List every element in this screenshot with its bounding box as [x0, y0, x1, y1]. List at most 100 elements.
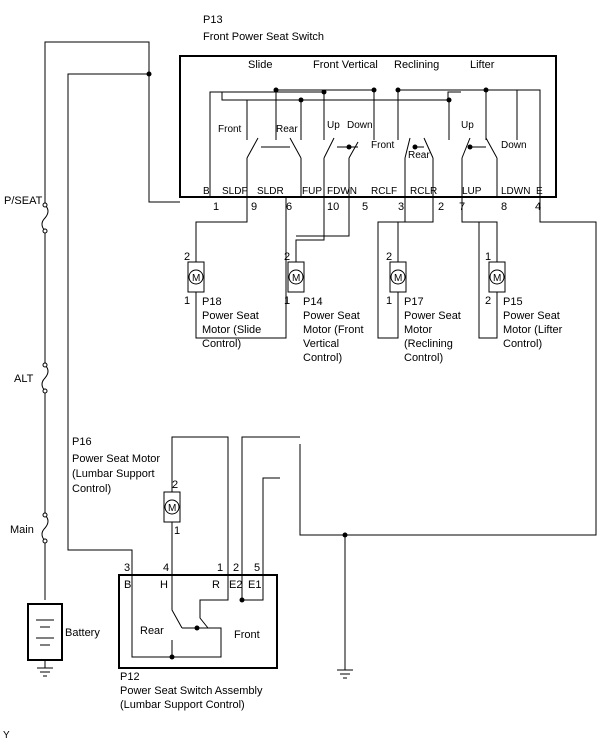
p12-terminal-r: R — [212, 579, 220, 591]
pin-9: 9 — [251, 201, 257, 213]
motor-p18-code: P18 — [202, 296, 222, 308]
switch-p13-box — [179, 55, 557, 198]
switch-p13-name: Front Power Seat Switch — [203, 31, 324, 43]
p12-terminal-b: B — [124, 579, 131, 591]
switch-p13-code: P13 — [203, 14, 223, 26]
switch-p12-pins: 3 4 1 2 5 — [124, 562, 260, 574]
lumbar-wiring — [171, 436, 300, 575]
group-slide-label: Slide — [248, 59, 272, 71]
motor-p17-label: P17 Power Seat Motor (Reclining Control) — [404, 296, 461, 364]
switch-p12-box — [118, 574, 278, 669]
contact-recline-front: Front — [371, 140, 395, 151]
power-feed-wiring — [44, 41, 180, 600]
motor-p17-line2: Motor — [404, 324, 432, 336]
motor-p17-bottom-pin: 1 — [386, 295, 392, 307]
contact-fv-up: Up — [327, 120, 340, 131]
battery-symbol — [27, 603, 63, 677]
motor-symbol-m: M — [192, 273, 200, 284]
motor-symbol-m: M — [394, 273, 402, 284]
motor-p15-line2: Motor (Lifter — [503, 324, 563, 336]
switch-p13-contacts: Front Rear Up Down Front Rear Up Down — [218, 120, 527, 161]
p12-contact-rear: Rear — [140, 625, 164, 637]
terminal-sldf: SLDF — [222, 186, 248, 197]
motor-p18-top-pin: 2 — [184, 251, 190, 263]
corner-mark: Y — [3, 730, 10, 741]
p12-terminal-h: H — [160, 579, 168, 591]
p12-pin-4: 4 — [163, 562, 169, 574]
fuse-psea-label: P/SEAT — [4, 195, 43, 207]
fuse-psea-symbol — [40, 202, 50, 234]
motor-p15-code: P15 — [503, 296, 523, 308]
lumbar-motor-label: P16 Power Seat Motor (Lumbar Support Con… — [72, 436, 160, 495]
motor-p16-symbol: M — [163, 491, 181, 523]
switch-p13-junction-dots — [273, 87, 489, 150]
switch-p12-terminals: B H R E2 E1 — [124, 579, 261, 591]
motor-p18-symbol: M — [187, 261, 205, 293]
p12-pin-2: 2 — [233, 562, 239, 574]
motor-p14-top-pin: 2 — [284, 251, 290, 263]
terminal-b: B — [203, 186, 210, 197]
lumbar-motor-bottom-pin: 1 — [174, 525, 180, 537]
contact-slide-front: Front — [218, 124, 242, 135]
lumbar-motor-line2: (Lumbar Support — [72, 468, 155, 480]
pin-3: 3 — [398, 201, 404, 213]
contact-recline-rear: Rear — [408, 150, 430, 161]
battery-label: Battery — [65, 627, 100, 639]
switch-p12-code: P12 — [120, 671, 140, 683]
terminal-ldwn: LDWN — [501, 186, 530, 197]
motor-p17-top-pin: 2 — [386, 251, 392, 263]
motor-p17-line1: Power Seat — [404, 310, 461, 322]
contact-lifter-up: Up — [461, 120, 474, 131]
group-front-vertical-label: Front Vertical — [313, 59, 378, 71]
switch-p12-line1: Power Seat Switch Assembly — [120, 685, 263, 697]
ground-symbol — [337, 669, 353, 679]
motor-symbol-m: M — [168, 503, 176, 514]
motor-p14-bottom-pin: 1 — [284, 295, 290, 307]
contact-lifter-down: Down — [501, 140, 527, 151]
fuse-alt-symbol — [40, 362, 50, 394]
motor-p15-line1: Power Seat — [503, 310, 560, 322]
motor-p18-label: P18 Power Seat Motor (Slide Control) — [202, 296, 261, 350]
fuse-main-label: Main — [10, 524, 34, 536]
lumbar-motor-line1: Power Seat Motor — [72, 453, 160, 465]
terminal-lup: LUP — [462, 186, 482, 197]
motor-p14-label: P14 Power Seat Motor (Front Vertical Con… — [303, 296, 364, 364]
pin-2: 2 — [438, 201, 444, 213]
terminal-rclf: RCLF — [371, 186, 397, 197]
pin-10: 10 — [327, 201, 339, 213]
motor-symbol-m: M — [493, 273, 501, 284]
motor-p18-line3: Control) — [202, 338, 241, 350]
motor-p15-label: P15 Power Seat Motor (Lifter Control) — [503, 296, 563, 350]
pin-8: 8 — [501, 201, 507, 213]
motor-p14-symbol: M — [287, 261, 305, 293]
pin-4: 4 — [535, 201, 541, 213]
motor-p14-line2: Motor (Front — [303, 324, 364, 336]
pin-6: 6 — [286, 201, 292, 213]
motor-p14-line4: Control) — [303, 352, 342, 364]
motor-p17-code: P17 — [404, 296, 424, 308]
lumbar-motor-code: P16 — [72, 436, 92, 448]
motor-p14-code: P14 — [303, 296, 323, 308]
fuse-main-symbol — [40, 512, 50, 544]
motor-p18-bottom-pin: 1 — [184, 295, 190, 307]
contact-fv-down: Down — [347, 120, 373, 131]
p12-terminal-e1: E1 — [248, 579, 261, 591]
motor-p18-line2: Motor (Slide — [202, 324, 261, 336]
p12-pin-5: 5 — [254, 562, 260, 574]
motor-wiring — [195, 196, 597, 670]
p12-pin-1: 1 — [217, 562, 223, 574]
switch-p12-label: P12 Power Seat Switch Assembly (Lumbar S… — [120, 671, 263, 711]
lumbar-motor-top-pin: 2 — [172, 479, 178, 491]
switch-p13-pins: 1 9 6 10 5 3 2 7 8 4 — [213, 201, 541, 213]
motor-p18-line1: Power Seat — [202, 310, 259, 322]
fuse-alt-label: ALT — [14, 373, 34, 385]
motor-p17-line4: Control) — [404, 352, 443, 364]
switch-p13-terminals: B SLDF SLDR FUP FDWN RCLF RCLR LUP LDWN … — [203, 186, 543, 197]
terminal-rclr: RCLR — [410, 186, 437, 197]
motor-p15-bottom-pin: 2 — [485, 295, 491, 307]
switch-p12-line2: (Lumbar Support Control) — [120, 699, 245, 711]
motor-symbol-m: M — [292, 273, 300, 284]
terminal-fdwn: FDWN — [327, 186, 357, 197]
terminal-sldr: SLDR — [257, 186, 284, 197]
